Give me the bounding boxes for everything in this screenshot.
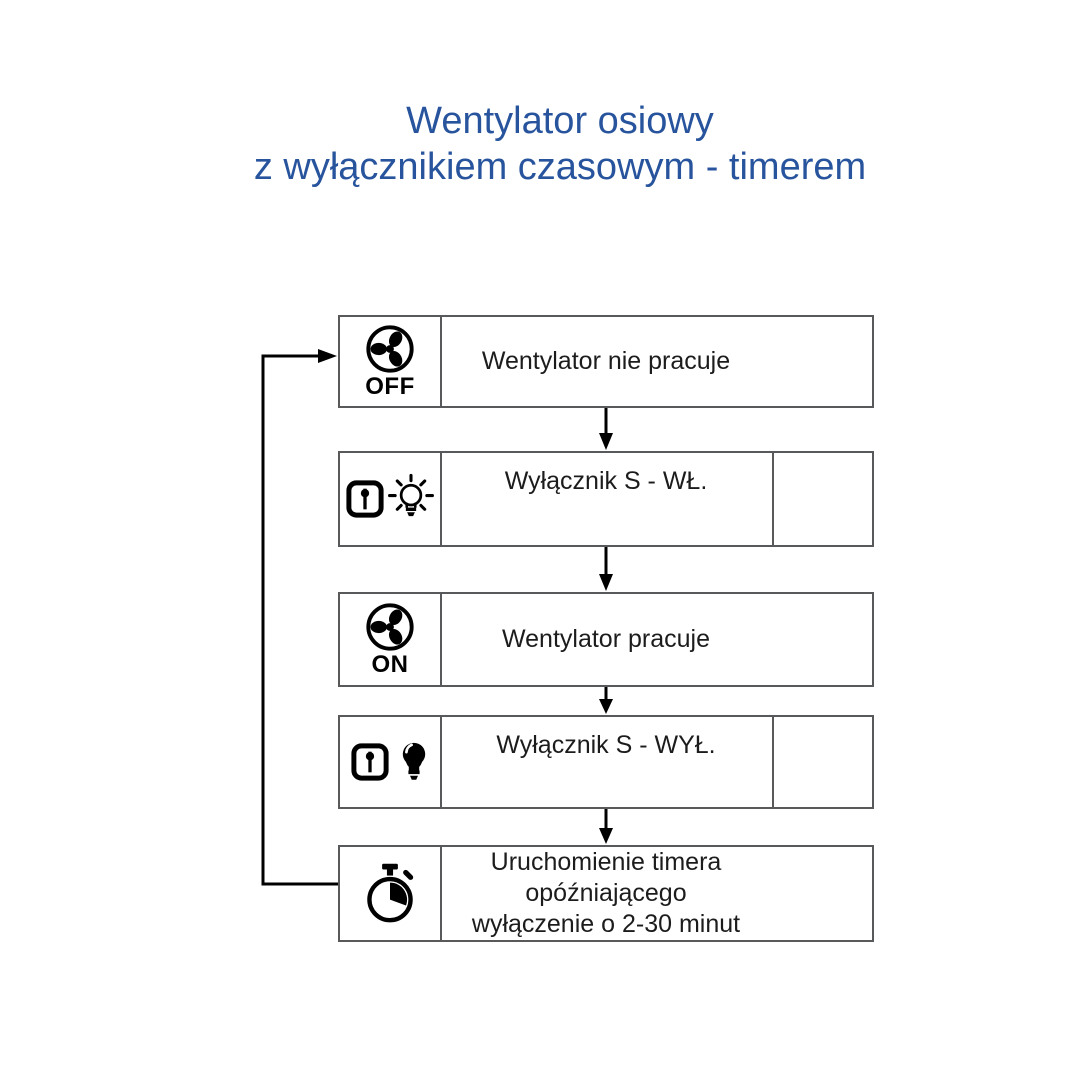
arrow-step1-to-step2 — [599, 408, 613, 450]
step3-icon-cell: ON — [340, 594, 442, 685]
step5-text-line1: Uruchomienie timera — [490, 848, 722, 876]
rocker-switch-icon — [345, 480, 384, 518]
arrow-step4-to-step5 — [599, 809, 613, 844]
step5-text-line3: wyłączenie o 2-30 minut — [471, 910, 741, 938]
step3-text: Wentylator pracuje — [502, 625, 710, 653]
page-title-line1: Wentylator osiowy — [406, 100, 714, 142]
stopwatch-icon — [367, 863, 414, 923]
fan-icon — [366, 325, 414, 373]
arrow-step2-to-step3 — [599, 547, 613, 591]
rocker-switch-icon — [350, 743, 389, 781]
step5-text-line2: opóźniającego — [525, 879, 687, 907]
step5-icon-cell — [340, 847, 442, 940]
loop-arrow-step5-to-step1 — [261, 349, 338, 886]
arrow-step3-to-step4 — [599, 687, 613, 714]
step-box-fan-on: ON Wentylator pracuje — [338, 592, 874, 687]
fan-on-group: ON — [364, 601, 416, 678]
step4-empty-cell — [772, 717, 872, 807]
step1-text: Wentylator nie pracuje — [481, 347, 731, 375]
step-box-switch-on: Wyłącznik S - WŁ. — [338, 451, 874, 547]
fan-state-label: OFF — [365, 373, 415, 400]
step-box-fan-off: OFF Wentylator nie pracuje — [338, 315, 874, 408]
fan-icon — [366, 603, 414, 651]
light-bulb-off-icon — [402, 742, 425, 780]
step-box-switch-off: Wyłącznik S - WYŁ. — [338, 715, 874, 809]
step4-icon-cell — [340, 717, 442, 807]
step4-text: Wyłącznik S - WYŁ. — [496, 731, 716, 759]
switch-light-off-group — [350, 740, 430, 785]
step1-icon-cell: OFF — [340, 317, 442, 406]
page-title: Wentylator osiowy z wyłącznikiem czasowy… — [20, 98, 1080, 190]
step2-icon-cell — [340, 453, 442, 545]
light-bulb-on-icon — [387, 473, 434, 517]
step-box-timer: Uruchomienie timera opóźniającego wyłącz… — [338, 845, 874, 942]
page-title-line2: z wyłącznikiem czasowym - timerem — [253, 146, 867, 188]
step5-text: Uruchomienie timera opóźniającego wyłącz… — [340, 847, 872, 940]
step2-empty-cell — [772, 453, 872, 545]
step2-text: Wyłącznik S - WŁ. — [504, 467, 708, 495]
fan-off-group: OFF — [364, 323, 416, 400]
fan-state-label: ON — [371, 651, 409, 678]
switch-light-on-group — [345, 473, 435, 525]
